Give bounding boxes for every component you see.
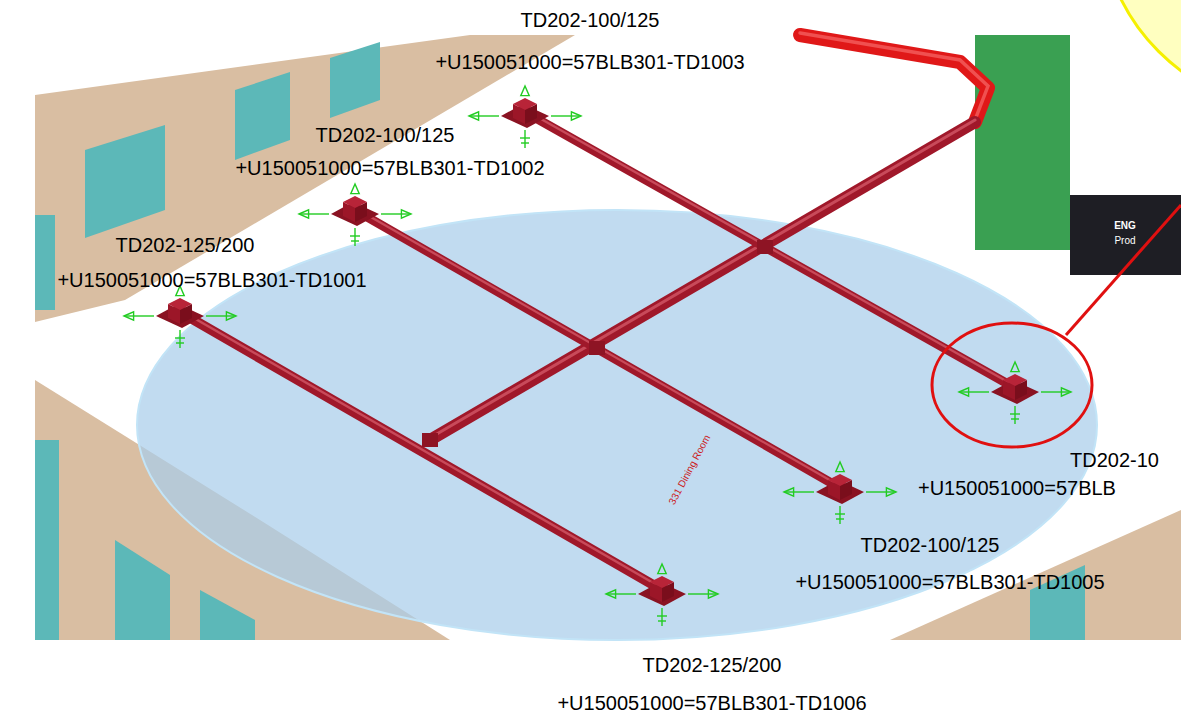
leader-line <box>1066 205 1181 335</box>
arrow-head <box>571 112 581 120</box>
flow-arrow <box>608 593 636 594</box>
flow-arrow <box>354 228 355 246</box>
flow-arrow <box>175 337 185 338</box>
info-panel <box>1070 195 1181 275</box>
terminal-label: TD202-100/125 <box>521 9 660 32</box>
arrow-head <box>124 312 134 320</box>
wall-panel <box>975 35 1070 250</box>
flow-arrow <box>1041 391 1069 392</box>
flow-arrow <box>206 315 234 316</box>
terminal-box <box>828 474 852 486</box>
duct-network <box>180 33 1015 590</box>
flow-arrow <box>381 213 409 214</box>
terminal-label: +U150051000=57BLB301-TD1001 <box>57 269 366 292</box>
flow-arrow <box>658 620 666 621</box>
duct <box>180 312 662 590</box>
air-terminal <box>469 86 581 148</box>
flow-arrow <box>301 213 329 214</box>
flow-arrow <box>839 506 840 524</box>
window <box>200 590 255 640</box>
arrow-head <box>401 210 411 218</box>
flow-arrow <box>836 518 844 519</box>
terminal-box <box>168 298 192 310</box>
panel-text: Prod <box>1114 235 1135 247</box>
highlight-circle <box>932 323 1092 447</box>
duct-tee <box>422 433 438 447</box>
terminal-box <box>343 196 367 208</box>
flow-arrow <box>688 593 716 594</box>
flow-arrow <box>786 491 814 492</box>
air-terminal <box>299 184 411 246</box>
flow-arrow <box>1010 413 1020 414</box>
flow-arrow <box>524 130 525 148</box>
air-terminal <box>124 286 236 348</box>
flow-arrow <box>866 491 894 492</box>
flow-arrow <box>350 235 360 236</box>
terminal-label: +U150051000=57BLB <box>918 477 1116 500</box>
arrow-head <box>708 590 718 598</box>
flow-arrow <box>471 115 499 116</box>
arrow-head <box>959 388 969 396</box>
terminals <box>124 86 1071 626</box>
terminal-label: +U150051000=57BLB301-TD1002 <box>235 157 544 180</box>
terminal-label: TD202-10 <box>1070 449 1159 472</box>
duct <box>525 112 1015 388</box>
arrow-head <box>836 462 844 472</box>
terminal-label: TD202-100/125 <box>861 534 1000 557</box>
flow-arrow <box>351 240 359 241</box>
flow-arrow <box>520 137 530 138</box>
terminal-box <box>650 576 674 588</box>
terminal-box <box>1003 374 1027 386</box>
duct-highlight <box>355 208 840 486</box>
flow-arrow <box>835 513 845 514</box>
duct-highlight <box>525 110 1015 386</box>
window <box>35 440 59 640</box>
window <box>85 125 165 238</box>
flow-arrow <box>551 115 579 116</box>
terminal-box <box>513 98 537 110</box>
arrow-head <box>299 210 309 218</box>
air-terminal <box>959 362 1071 424</box>
arrow-head <box>886 488 896 496</box>
window <box>235 72 290 160</box>
arrow-head <box>226 312 236 320</box>
arrow-head <box>469 112 479 120</box>
flow-arrow <box>179 330 180 348</box>
duct-highlight <box>800 33 988 120</box>
duct-highlight <box>180 310 662 588</box>
flow-arrow <box>657 615 667 616</box>
flow-arrow <box>521 142 529 143</box>
air-terminal <box>784 462 896 524</box>
flow-arrow <box>1014 406 1015 424</box>
duct-tee <box>589 341 605 355</box>
flow-arrow <box>961 391 989 392</box>
flow-arrow <box>176 342 184 343</box>
flow-arrow <box>1011 418 1019 419</box>
arrow-head <box>521 86 529 96</box>
window <box>115 540 170 640</box>
arrow-head <box>606 590 616 598</box>
window <box>35 215 55 310</box>
window <box>330 42 380 118</box>
arrow-head <box>784 488 794 496</box>
flow-arrow <box>661 608 662 626</box>
panel-text: ENG <box>1114 220 1136 232</box>
terminal-label: +U150051000=57BLB301-TD1006 <box>557 692 866 715</box>
terminal-label: TD202-125/200 <box>643 654 782 677</box>
duct <box>355 210 840 488</box>
terminal-label: +U150051000=57BLB301-TD1003 <box>435 51 744 74</box>
terminal-label: +U150051000=57BLB301-TD1005 <box>795 571 1104 594</box>
terminal-label: TD202-125/200 <box>116 234 255 257</box>
arrow-head <box>1061 388 1071 396</box>
callout-bubble <box>1100 0 1181 110</box>
terminal-label: TD202-100/125 <box>316 124 455 147</box>
air-terminal <box>606 564 718 626</box>
duct-tee <box>757 240 773 254</box>
arrow-head <box>658 564 666 574</box>
arrow-head <box>1011 362 1019 372</box>
flow-arrow <box>126 315 154 316</box>
arrow-head <box>351 184 359 194</box>
